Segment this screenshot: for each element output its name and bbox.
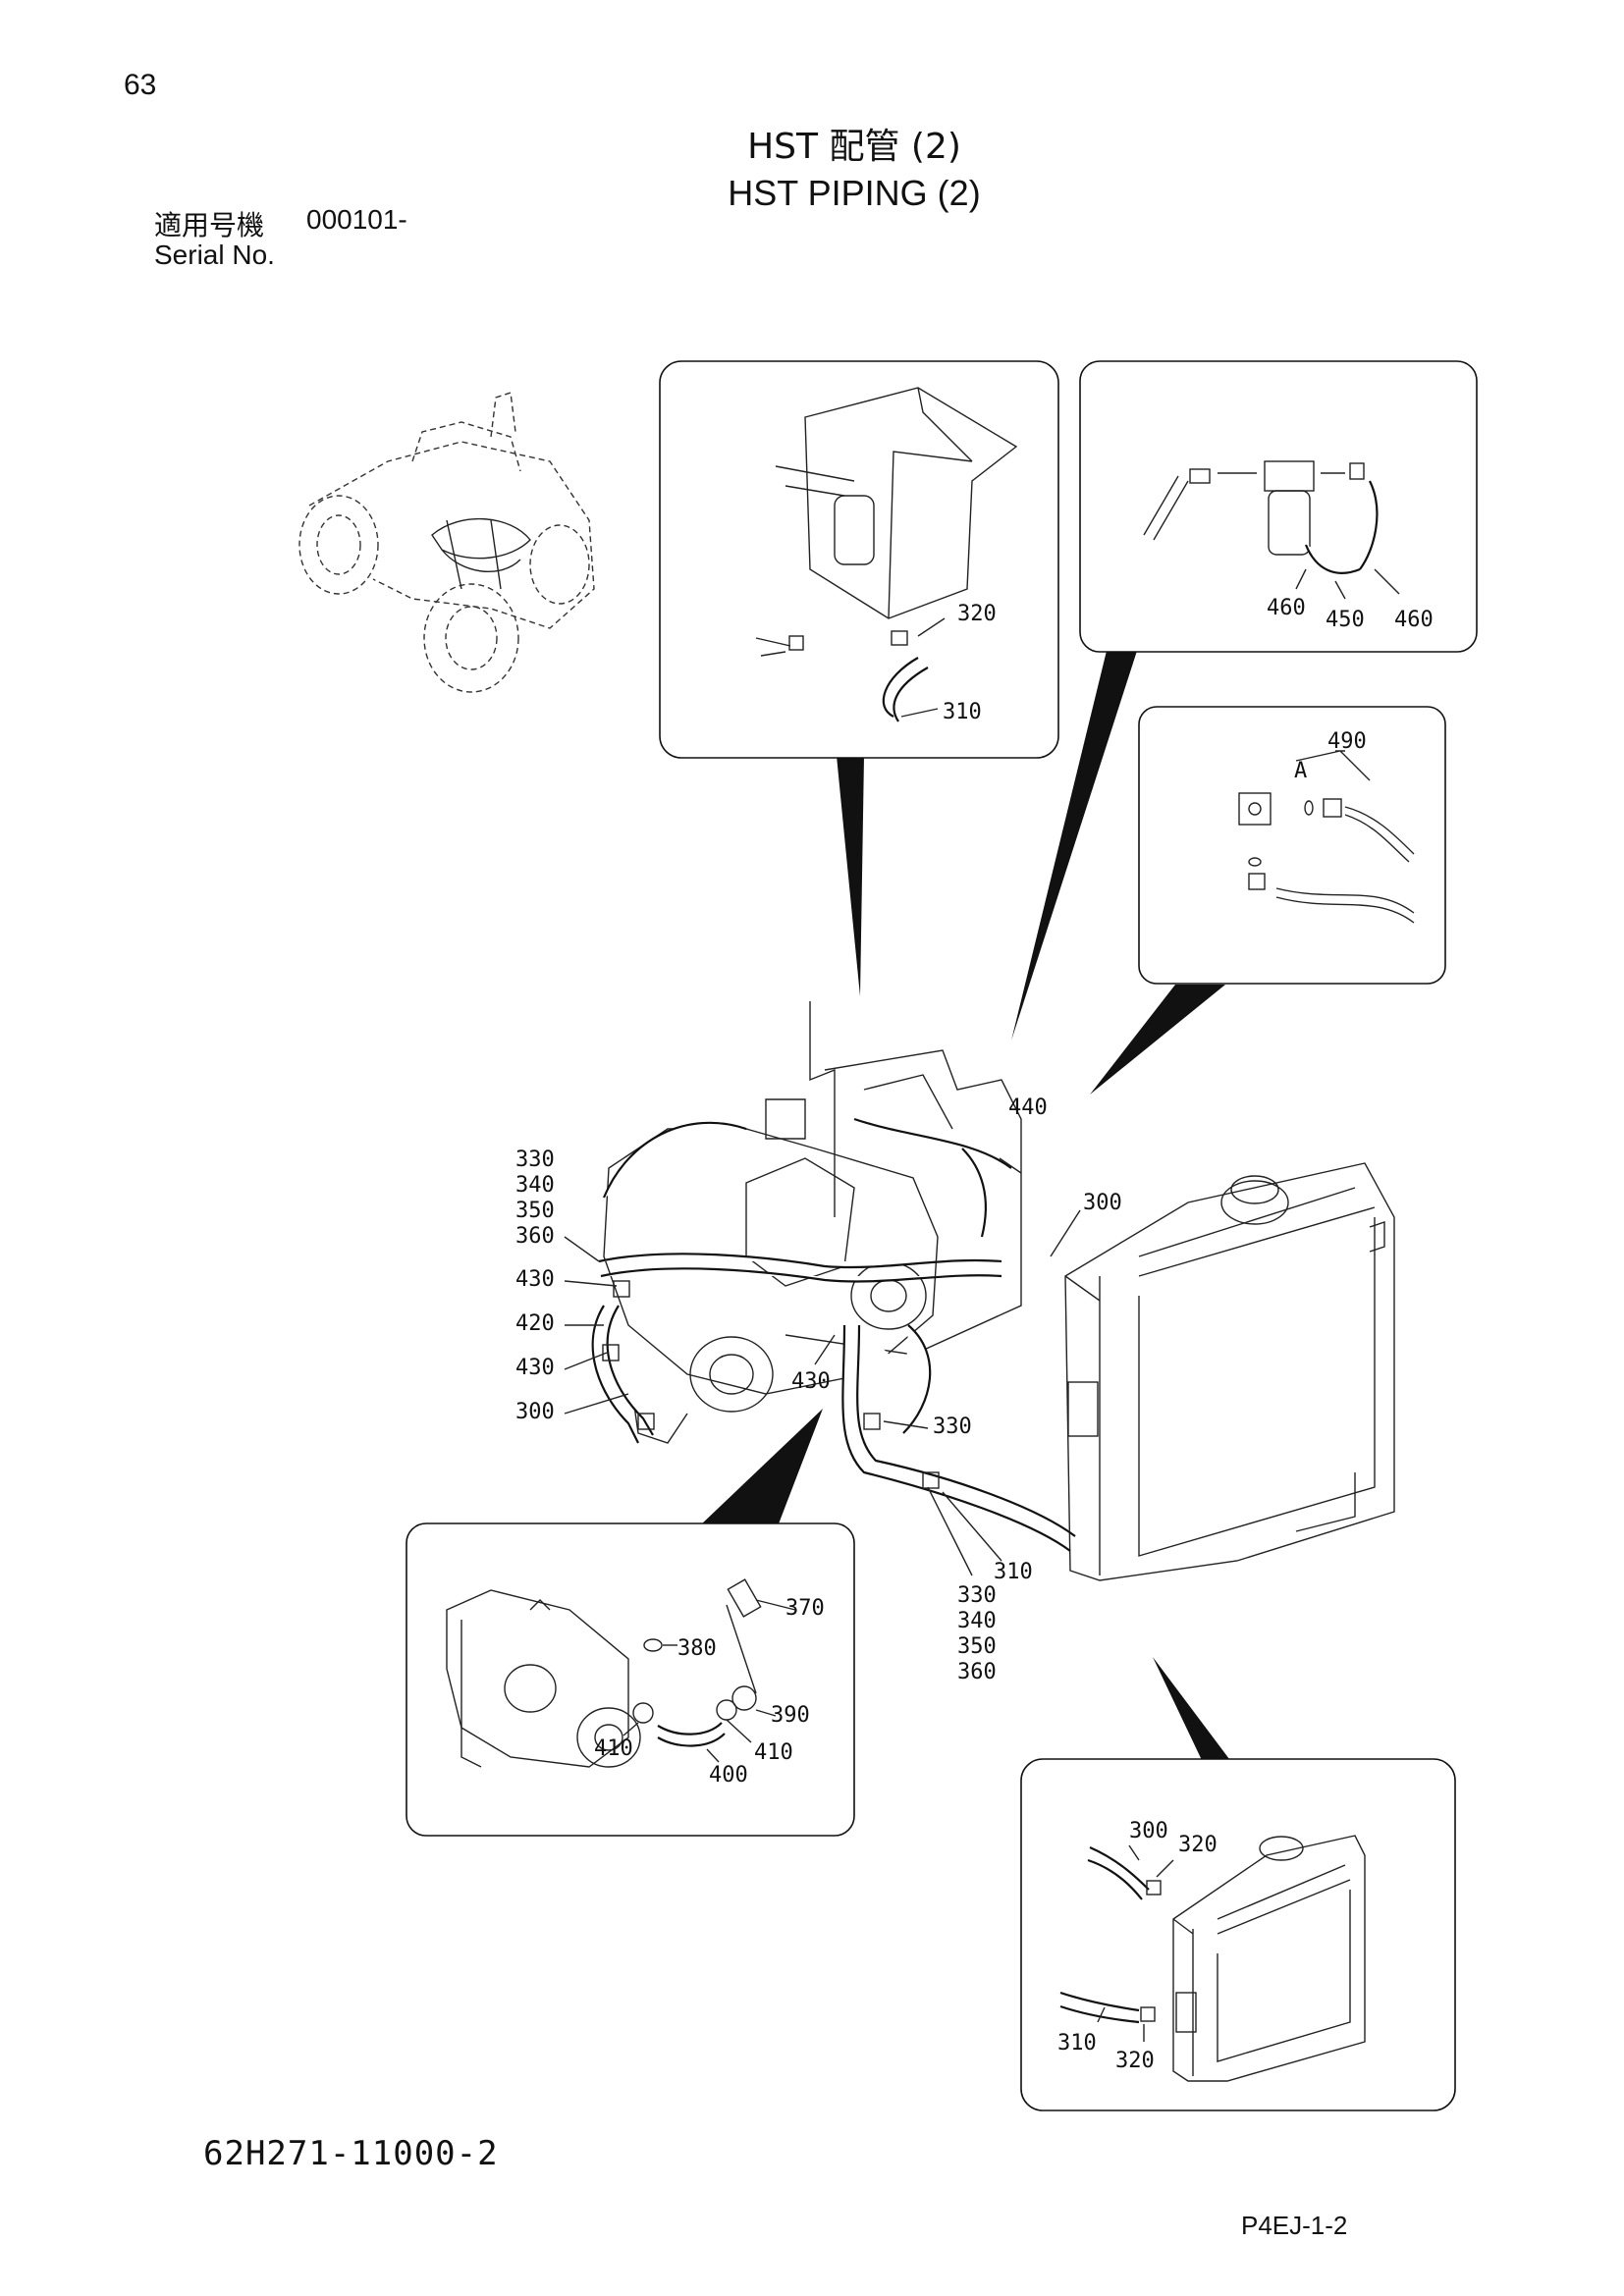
- callout-340-bottom: 340: [957, 1609, 997, 1633]
- pointer-wedges: [699, 651, 1229, 1777]
- callout-490: 490: [1327, 729, 1367, 754]
- callout-460-right: 460: [1394, 608, 1434, 632]
- main-hst-assembly: 440 300 330 340 350 360 430 420 430 300 …: [515, 1001, 1395, 1684]
- callout-350-main: 350: [515, 1199, 555, 1223]
- detail-box-bottom-left: 370 380 390 410 410 400: [406, 1522, 855, 1837]
- callout-330-main: 330: [515, 1148, 555, 1172]
- callout-400: 400: [709, 1763, 748, 1788]
- callout-360-main: 360: [515, 1224, 555, 1249]
- serial-number-value: 000101-: [306, 204, 407, 235]
- page-reference: P4EJ-1-2: [1241, 2211, 1348, 2240]
- callout-350-bottom: 350: [957, 1634, 997, 1659]
- serial-label-english: Serial No.: [154, 240, 275, 270]
- detail-box-top-right: 460 450 460: [1079, 360, 1478, 653]
- detail-box-top-left: 320 310: [659, 360, 1059, 759]
- callout-300-left: 300: [515, 1400, 555, 1424]
- callout-320-upper: 320: [1178, 1833, 1218, 1857]
- callout-340-main: 340: [515, 1173, 555, 1198]
- callout-420: 420: [515, 1311, 555, 1336]
- callout-label-a: A: [1294, 759, 1307, 783]
- callout-390: 390: [771, 1703, 810, 1728]
- callout-430-center: 430: [791, 1369, 831, 1394]
- tractor-overview-thumbnail: [298, 392, 595, 693]
- callout-310: 310: [943, 700, 982, 724]
- callout-440: 440: [1008, 1095, 1048, 1120]
- page-title-japanese: HST 配管 (2): [747, 127, 961, 167]
- callout-370: 370: [785, 1596, 825, 1621]
- detail-box-bottom-right: 300 320 310 320: [1020, 1758, 1456, 2111]
- callout-430-lower: 430: [515, 1356, 555, 1380]
- callout-300-main: 300: [1083, 1191, 1122, 1215]
- callout-360-bottom: 360: [957, 1660, 997, 1684]
- callout-310-main: 310: [994, 1560, 1033, 1584]
- callout-430-upper: 430: [515, 1267, 555, 1292]
- callout-450: 450: [1326, 608, 1365, 632]
- callout-310-radiator: 310: [1057, 2031, 1097, 2056]
- callout-380: 380: [677, 1636, 717, 1661]
- callout-410-left: 410: [594, 1736, 633, 1761]
- callout-330-clamp: 330: [933, 1415, 972, 1439]
- callout-320-lower: 320: [1115, 2049, 1155, 2073]
- callout-330-bottom: 330: [957, 1583, 997, 1608]
- callout-410-right: 410: [754, 1740, 793, 1765]
- callout-460-left: 460: [1267, 596, 1306, 620]
- detail-box-middle-right: 490 A: [1138, 706, 1446, 985]
- serial-label-japanese: 適用号機: [154, 209, 265, 241]
- callout-300-radiator: 300: [1129, 1819, 1168, 1843]
- document-id: 62H271-11000-2: [203, 2134, 499, 2173]
- page-title-english: HST PIPING (2): [728, 173, 981, 213]
- page-number: 63: [124, 69, 157, 101]
- callout-320: 320: [957, 602, 997, 626]
